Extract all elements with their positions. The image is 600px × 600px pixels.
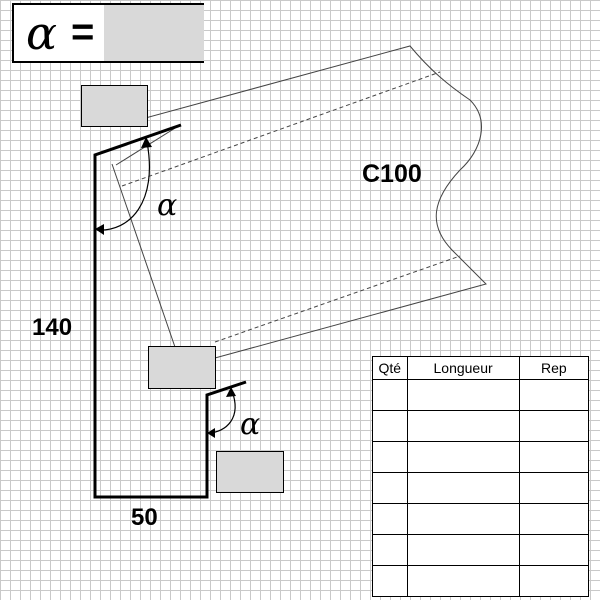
alpha-symbol: α	[26, 6, 58, 60]
cell-rep[interactable]	[518, 472, 590, 504]
bottom-angle-label: α	[240, 407, 261, 442]
parts-table: Qté Longueur Rep	[372, 356, 590, 597]
cell-length[interactable]	[406, 441, 520, 473]
height-dimension-label: 140	[32, 314, 73, 341]
cell-length[interactable]	[406, 565, 520, 597]
top-angle-arrowhead-left	[95, 224, 104, 235]
profile-name-label: C100	[362, 160, 422, 188]
flange-dimension-label: 50	[131, 504, 158, 531]
table-row	[372, 565, 590, 597]
bottom-angle-arc	[208, 390, 236, 434]
c-profile-section	[93, 123, 247, 499]
bottom-angle-arrowhead-left	[207, 428, 215, 438]
cell-rep[interactable]	[518, 503, 590, 535]
cell-length[interactable]	[406, 534, 520, 566]
equals-sign: =	[71, 10, 95, 54]
table-row	[372, 534, 590, 566]
header-rep: Rep	[518, 356, 590, 380]
alpha-header-box: α =	[12, 3, 204, 63]
table-row	[372, 503, 590, 535]
bottom-inner-input[interactable]	[216, 451, 284, 493]
top-inner-input[interactable]	[148, 346, 216, 389]
cell-qty[interactable]	[372, 410, 408, 442]
cell-qty[interactable]	[372, 534, 408, 566]
alpha-value-input[interactable]	[104, 5, 204, 61]
hidden-line-bottom	[214, 255, 461, 343]
cell-rep[interactable]	[518, 441, 590, 473]
cell-length[interactable]	[406, 472, 520, 504]
top-angle-arrowhead-up	[141, 137, 152, 148]
table-row	[372, 379, 590, 411]
cell-length[interactable]	[406, 379, 520, 411]
cell-qty[interactable]	[372, 472, 408, 504]
table-header-row: Qté Longueur Rep	[372, 356, 590, 380]
cell-qty[interactable]	[372, 565, 408, 597]
cell-rep[interactable]	[518, 410, 590, 442]
cell-length[interactable]	[406, 410, 520, 442]
cell-qty[interactable]	[372, 503, 408, 535]
profile-outline	[111, 45, 487, 359]
hidden-line-top	[121, 71, 441, 187]
top-angle-label: α	[157, 188, 178, 223]
cell-rep[interactable]	[518, 534, 590, 566]
cell-rep[interactable]	[518, 379, 590, 411]
header-length: Longueur	[406, 356, 520, 380]
bottom-angle-arrowhead-up	[226, 387, 236, 397]
table-row	[372, 472, 590, 504]
cell-rep[interactable]	[518, 565, 590, 597]
cell-qty[interactable]	[372, 441, 408, 473]
table-row	[372, 410, 590, 442]
header-qty: Qté	[372, 356, 408, 380]
cell-qty[interactable]	[372, 379, 408, 411]
cell-length[interactable]	[406, 503, 520, 535]
table-row	[372, 441, 590, 473]
top-lip-input[interactable]	[81, 85, 148, 127]
top-angle-arc	[96, 141, 151, 231]
